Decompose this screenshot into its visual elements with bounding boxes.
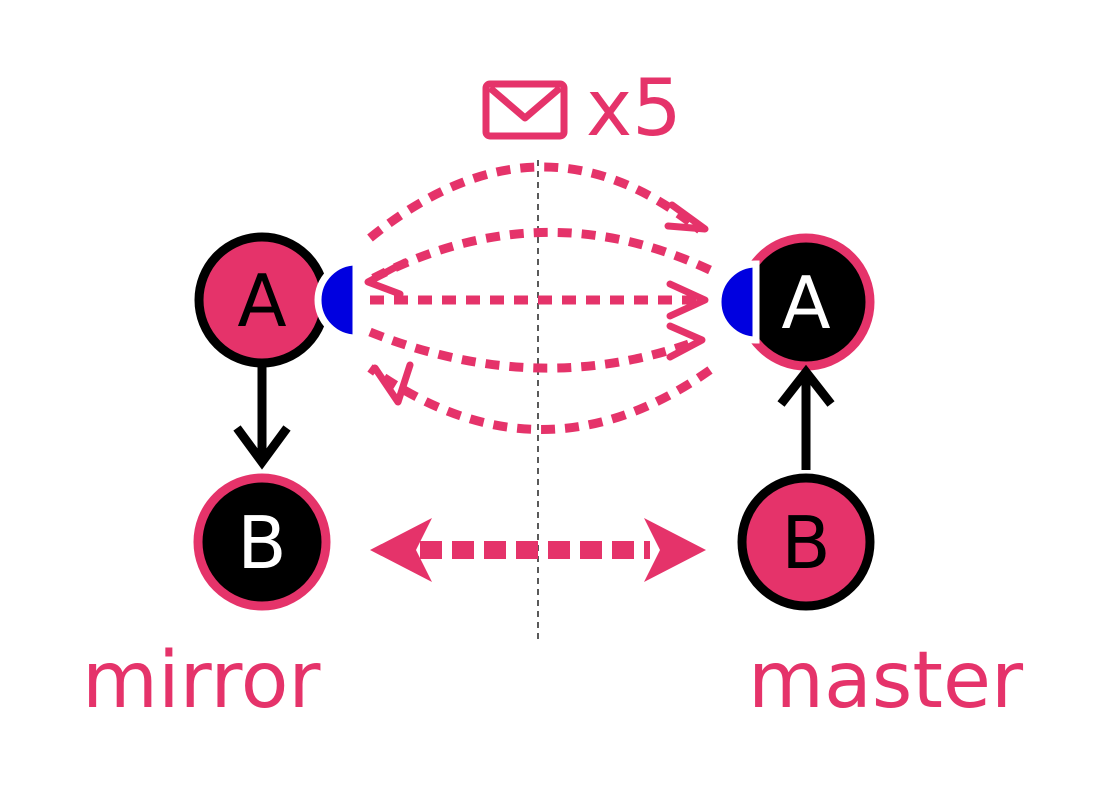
mirror-node-a: A: [194, 232, 330, 368]
mirror-a-to-b-arrow: [233, 366, 291, 470]
master-b-to-a-arrow: [777, 364, 835, 470]
master-node-b: B: [737, 473, 875, 611]
envelope-icon: [482, 80, 568, 140]
mirror-node-b: B: [193, 473, 331, 611]
master-caption: master: [748, 636, 1024, 726]
message-arrow-4: [368, 327, 702, 373]
mirror-node-a-label: A: [237, 259, 286, 343]
master-node-a-label: A: [781, 261, 830, 345]
message-count-label: x5: [586, 64, 682, 154]
mirror-caption: mirror: [82, 636, 321, 726]
message-arrow-2: [367, 227, 712, 284]
message-arrowheads: [364, 201, 709, 406]
message-arrows: [367, 162, 713, 434]
master-node-b-label: B: [781, 501, 830, 585]
message-arrow-5: [367, 364, 713, 434]
master-connector: [714, 260, 760, 344]
mirror-node-b-label: B: [237, 501, 286, 585]
mirror-connector: [314, 258, 360, 342]
b-sync-arrow: [370, 518, 706, 582]
master-node-a: A: [737, 233, 875, 371]
message-arrow-1: [367, 162, 703, 242]
